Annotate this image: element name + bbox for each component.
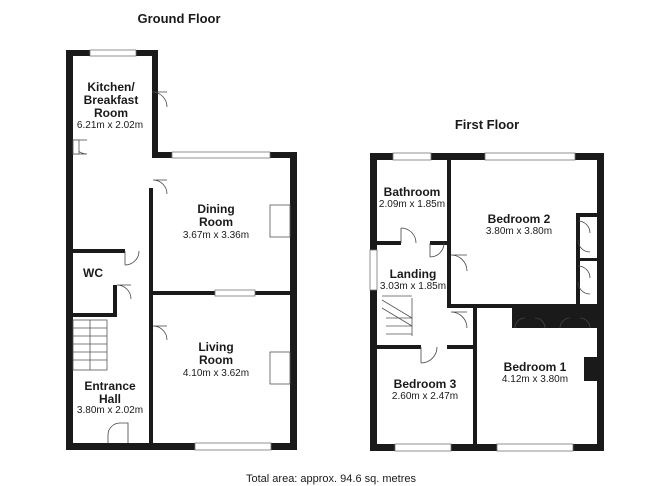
room-dining-name-1: Dining xyxy=(197,202,234,216)
ff-bedroom1-door xyxy=(450,311,468,329)
room-bedroom3: Bedroom 3 2.60m x 2.47m xyxy=(392,377,458,402)
ff-bed2-south-wall xyxy=(451,304,597,308)
gf-wc-east-wall xyxy=(113,285,117,317)
gf-kitchen-back-door xyxy=(151,91,168,108)
room-bedroom1: Bedroom 1 4.12m x 3.80m xyxy=(502,360,568,385)
gf-kitchen-window xyxy=(89,49,137,57)
room-hall: Entrance Hall 3.80m x 2.02m xyxy=(77,379,143,416)
ff-bathroom-door xyxy=(400,227,417,244)
room-bedroom1-name: Bedroom 1 xyxy=(504,360,567,374)
ff-bed1-wardrobes xyxy=(512,308,597,328)
room-bedroom3-dims: 2.60m x 2.47m xyxy=(392,391,458,402)
room-dining-name-2: Room xyxy=(199,215,233,229)
room-hall-name-1: Entrance xyxy=(84,379,136,393)
ff-bath-south-wall-a xyxy=(377,241,401,245)
room-living-dims: 4.10m x 3.62m xyxy=(183,368,249,379)
gf-kitchen-cupboard xyxy=(72,139,80,155)
gf-dining-living-opening xyxy=(214,289,256,297)
room-landing: Landing 3.03m x 1.85m xyxy=(380,267,446,292)
ff-bed3-bed1-wall xyxy=(473,308,477,444)
room-wc: WC xyxy=(83,266,103,280)
gf-staircase xyxy=(72,319,108,371)
room-living-name-1: Living xyxy=(198,340,233,354)
gf-central-wall xyxy=(149,188,153,443)
room-hall-name-2: Hall xyxy=(99,392,121,406)
room-hall-dims: 3.80m x 2.02m xyxy=(77,405,143,416)
room-bedroom2-name: Bedroom 2 xyxy=(488,212,551,226)
ff-airing-door xyxy=(429,242,445,258)
gf-wc-north-wall xyxy=(73,249,125,253)
ff-landing-window xyxy=(369,249,378,291)
first-floor-title: First Floor xyxy=(455,117,519,132)
ff-bath-south-wall-b xyxy=(430,241,447,245)
room-living: Living Room 4.10m x 3.62m xyxy=(183,340,249,379)
room-bedroom3-name: Bedroom 3 xyxy=(394,377,457,391)
ff-bed1-chimney xyxy=(584,357,597,381)
ff-bedroom1-window xyxy=(496,443,574,452)
gf-dining-fireplace xyxy=(269,204,291,238)
ff-bedroom3-window xyxy=(394,443,452,452)
room-landing-dims: 3.03m x 1.85m xyxy=(380,281,446,292)
room-kitchen-name-1: Kitchen/ xyxy=(87,80,135,94)
room-bedroom2-dims: 3.80m x 3.80m xyxy=(486,226,552,237)
room-dining: Dining Room 3.67m x 3.36m xyxy=(183,202,249,241)
ff-bedroom2-door xyxy=(450,254,468,272)
room-kitchen-name-2: Breakfast xyxy=(84,93,139,107)
gf-living-door xyxy=(152,325,168,341)
gf-wc-door xyxy=(124,250,140,266)
ground-floor-plan: Kitchen/ Breakfast Room 6.21m x 2.02m Di… xyxy=(66,49,297,451)
ff-west-wall xyxy=(370,153,377,451)
ff-east-wall xyxy=(597,153,604,451)
gf-dining-window xyxy=(171,151,271,159)
room-bedroom2: Bedroom 2 3.80m x 3.80m xyxy=(486,212,552,237)
total-area-text: Total area: approx. 94.6 sq. metres xyxy=(246,473,416,485)
gf-living-fireplace xyxy=(269,351,291,385)
room-kitchen: Kitchen/ Breakfast Room 6.21m x 2.02m xyxy=(77,80,143,131)
gf-west-wall xyxy=(66,50,73,450)
ff-south-wall xyxy=(370,444,604,451)
ff-bedroom2-window xyxy=(484,152,576,161)
gf-front-door xyxy=(107,422,129,443)
gf-kitchen-east-wall xyxy=(152,50,158,158)
room-landing-name: Landing xyxy=(390,267,437,281)
ff-staircase xyxy=(381,295,413,336)
ff-bed1-wardrobe-doors xyxy=(514,317,591,329)
ff-bath-bed2-wall xyxy=(447,160,451,308)
ff-bathroom-window xyxy=(392,152,432,161)
ff-bed2-wardrobe-top xyxy=(576,213,597,217)
ff-bedroom3-door xyxy=(420,346,438,364)
gf-wc-south-wall xyxy=(73,313,117,317)
ff-bed3-north-wall-b xyxy=(447,345,477,349)
room-bedroom1-dims: 4.12m x 3.80m xyxy=(502,374,568,385)
gf-east-wall xyxy=(290,152,297,450)
room-bathroom-name: Bathroom xyxy=(384,185,441,199)
gf-south-wall xyxy=(66,443,297,450)
ff-bed3-north-wall-a xyxy=(377,345,421,349)
room-dining-dims: 3.67m x 3.36m xyxy=(183,230,249,241)
ff-bed2-wardrobe-mid xyxy=(576,258,597,261)
ff-bed2-wardrobe-doors xyxy=(577,220,591,295)
room-bathroom: Bathroom 2.09m x 1.85m xyxy=(379,185,445,210)
room-kitchen-name-3: Room xyxy=(94,106,128,120)
room-wc-name: WC xyxy=(83,266,103,280)
ground-floor-title: Ground Floor xyxy=(137,11,220,26)
room-living-name-2: Room xyxy=(199,353,233,367)
first-floor-plan: Bathroom 2.09m x 1.85m Bedroom 2 3.80m x… xyxy=(369,152,604,452)
gf-dining-door xyxy=(152,179,168,195)
room-bathroom-dims: 2.09m x 1.85m xyxy=(379,199,445,210)
gf-wc-cupboard-door xyxy=(116,284,132,300)
gf-living-window xyxy=(194,442,272,451)
room-kitchen-dims: 6.21m x 2.02m xyxy=(77,120,143,131)
